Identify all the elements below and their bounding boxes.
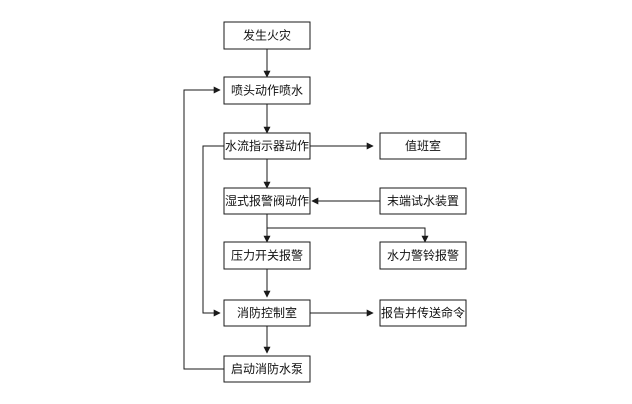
edge-flow-indicator-to-control-room: [202, 145, 224, 317]
node-water-bell: 水力警铃报警: [379, 241, 467, 270]
node-fire-label: 发生火灾: [243, 28, 291, 43]
node-control-room: 消防控制室: [223, 299, 311, 327]
node-duty-room: 值班室: [379, 132, 467, 160]
node-flow-indicator-label: 水流指示器动作: [225, 138, 309, 153]
node-duty-room-label: 值班室: [405, 138, 441, 153]
node-start-pump: 启动消防水泵: [223, 355, 311, 383]
node-pressure-switch-label: 压力开关报警: [231, 248, 303, 263]
node-flow-indicator: 水流指示器动作: [223, 132, 311, 160]
node-water-bell-label: 水力警铃报警: [387, 248, 459, 263]
node-report-order-label: 报告并传送命令: [381, 305, 465, 320]
node-start-pump-label: 启动消防水泵: [231, 361, 303, 376]
node-sprinkler: 喷头动作喷水: [223, 76, 311, 105]
edge-alarm-valve-to-water-bell: [267, 227, 429, 243]
edges: [183, 49, 429, 370]
node-pressure-switch: 压力开关报警: [223, 241, 311, 270]
node-control-room-label: 消防控制室: [237, 305, 297, 320]
node-fire: 发生火灾: [223, 21, 311, 50]
node-end-test: 末端试水装置: [379, 187, 467, 215]
node-report-order: 报告并传送命令: [379, 299, 467, 327]
node-alarm-valve-label: 湿式报警阀动作: [225, 193, 309, 208]
node-end-test-label: 末端试水装置: [387, 193, 459, 208]
node-sprinkler-label: 喷头动作喷水: [231, 84, 303, 98]
node-alarm-valve: 湿式报警阀动作: [223, 187, 311, 215]
edge-start-pump-to-sprinkler: [183, 86, 224, 370]
